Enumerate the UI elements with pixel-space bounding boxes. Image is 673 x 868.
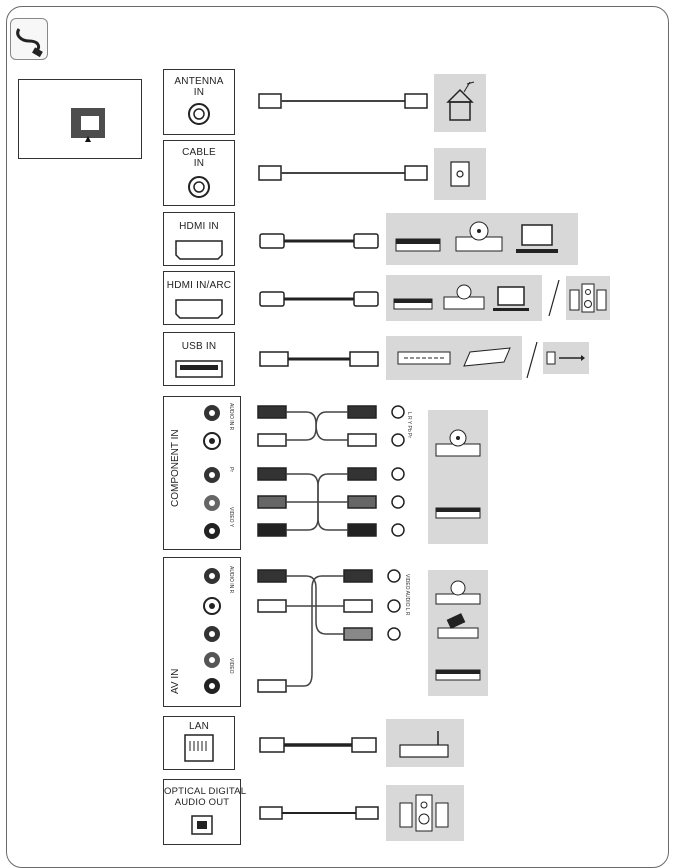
component-devices-panel (428, 410, 488, 544)
coax-jack-icon (188, 176, 210, 198)
speaker-system-icon (569, 283, 607, 313)
usb-symbol-icon (546, 351, 585, 365)
cable-in-label: CABLE IN (182, 147, 216, 169)
usb-cable (259, 351, 379, 367)
antenna-in-label: ANTENNA IN (174, 76, 224, 98)
ethernet-jack-icon (184, 734, 214, 762)
set-top-box-icon (393, 298, 433, 310)
usb-devices-panel (386, 336, 522, 380)
lan-cable (259, 737, 377, 753)
hdmi-jack-icon (175, 240, 223, 260)
hdmi-arc-port-box: HDMI IN/ARC (163, 271, 235, 325)
av-devices-panel (428, 570, 488, 696)
component-jack-label: Pr (228, 467, 234, 472)
cable-connection-icon (10, 18, 48, 60)
component-jack-label: AUDIO IN R (228, 403, 234, 431)
hdmi-in-port-box: HDMI IN (163, 212, 235, 266)
hdmi-cable-1 (259, 233, 379, 249)
laptop-icon (493, 286, 529, 311)
component-jack-label: VIDEO Y (228, 507, 234, 528)
av-jack-label: VIDEO (228, 658, 234, 674)
component-in-port-box: COMPONENT IN AUDIO IN R Pr VIDEO Y (163, 396, 241, 550)
hdmi-jack-icon (175, 299, 223, 319)
set-top-box-icon (435, 507, 481, 519)
disc-player-icon (435, 580, 481, 605)
optical-speaker-panel (386, 785, 464, 841)
disc-player-icon (443, 284, 485, 310)
hdmi-in-label: HDMI IN (179, 221, 219, 232)
optical-jack-icon (191, 815, 213, 835)
coax-jack-icon (188, 103, 210, 125)
tv-rear-panel-reference (18, 79, 142, 159)
av-in-port-box: AV IN AUDIO IN R VIDEO (163, 557, 241, 707)
wall-outlet-panel (434, 148, 486, 200)
disc-player-icon (435, 429, 481, 457)
slash-divider (548, 279, 560, 317)
optical-out-label: OPTICAL DIGITAL AUDIO OUT (164, 786, 247, 808)
router-icon (399, 731, 449, 758)
lan-label: LAN (188, 721, 210, 732)
set-top-box-icon (435, 669, 481, 681)
component-cables (257, 405, 405, 537)
coax-cable-1 (258, 93, 428, 109)
usb-in-label: USB IN (181, 341, 217, 352)
optical-cable (259, 806, 379, 820)
external-hdd-icon (397, 351, 451, 365)
av-cables (257, 569, 401, 693)
cable-in-port-box: CABLE IN (163, 140, 235, 206)
av-device-label: VIDEO AUDIO L R (404, 574, 410, 616)
component-device-label: L R Y Pb Pr (406, 412, 412, 439)
usb-drive-icon (463, 347, 511, 367)
hdmi-arc-devices-panel (386, 275, 542, 321)
av-jacks (203, 568, 221, 694)
hdmi-devices-panel (386, 213, 578, 265)
slash-divider (526, 341, 538, 379)
speaker-panel (566, 276, 610, 320)
laptop-icon (516, 224, 558, 253)
usb-in-port-box: USB IN (163, 332, 235, 386)
house-antenna-panel (434, 74, 486, 132)
speaker-system-icon (399, 794, 449, 832)
router-panel (386, 719, 464, 767)
hdmi-cable-2 (259, 291, 379, 307)
set-top-box-icon (395, 238, 441, 252)
disc-player-icon (455, 221, 503, 252)
camcorder-icon (437, 613, 479, 639)
av-jack-label: AUDIO IN R (228, 566, 234, 594)
wall-outlet-icon (450, 161, 470, 187)
antenna-in-port-box: ANTENNA IN (163, 69, 235, 135)
component-jacks (203, 405, 221, 539)
usb-jack-icon (175, 360, 223, 378)
hdmi-arc-label: HDMI IN/ARC (166, 280, 232, 291)
house-antenna-icon (446, 81, 475, 121)
optical-out-port-box: OPTICAL DIGITAL AUDIO OUT (163, 779, 247, 845)
coax-cable-2 (258, 165, 428, 181)
usb-symbol-panel (543, 342, 589, 374)
lan-port-box: LAN (163, 716, 235, 770)
